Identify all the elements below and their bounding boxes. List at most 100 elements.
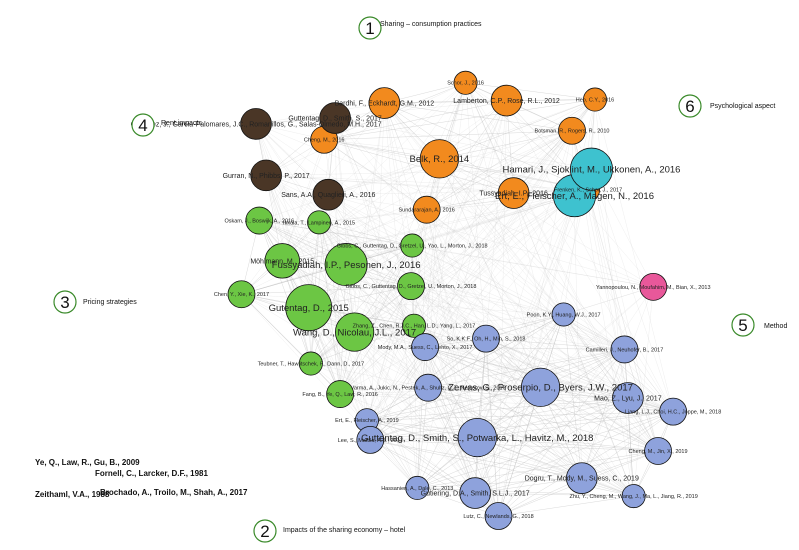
citation-edge xyxy=(426,209,487,339)
publication-node[interactable] xyxy=(453,70,478,95)
publication-node[interactable] xyxy=(558,116,586,145)
publication-node[interactable] xyxy=(250,159,282,192)
citation-edge xyxy=(439,158,582,479)
citation-edge xyxy=(346,264,564,315)
publication-node[interactable] xyxy=(565,462,598,494)
publication-node[interactable] xyxy=(414,373,443,402)
publication-node[interactable] xyxy=(324,243,368,287)
citation-edge xyxy=(425,346,625,350)
publication-label: Varma, A., Jukic, N., Pestek, A., Shultz… xyxy=(351,386,506,392)
publication-node[interactable] xyxy=(497,177,530,209)
publication-node[interactable] xyxy=(412,195,441,224)
cluster-title: Impacts of the sharing economy – hotel xyxy=(283,527,406,534)
publication-node[interactable] xyxy=(610,335,639,364)
citation-edge xyxy=(354,82,466,333)
publication-node[interactable] xyxy=(227,280,256,309)
citation-edge xyxy=(335,117,592,170)
publication-node[interactable] xyxy=(490,84,523,117)
citation-edge xyxy=(624,349,634,497)
publication-node[interactable] xyxy=(457,417,497,458)
citation-edge xyxy=(410,285,564,315)
citation-edge xyxy=(417,487,634,497)
publication-node[interactable] xyxy=(402,313,427,338)
publication-node[interactable] xyxy=(520,367,561,407)
publication-node[interactable] xyxy=(551,302,576,327)
publication-node[interactable] xyxy=(240,108,272,140)
citation-edge xyxy=(587,189,659,452)
publication-node[interactable] xyxy=(312,178,345,211)
citation-edge xyxy=(324,139,427,210)
citation-edge xyxy=(318,222,415,326)
cluster-number: 5 xyxy=(738,316,747,335)
publication-node[interactable] xyxy=(334,312,375,352)
publication-node[interactable] xyxy=(326,380,355,408)
publication-node[interactable] xyxy=(472,324,500,353)
citation-edge xyxy=(485,338,634,497)
publication-node[interactable] xyxy=(405,475,430,500)
publication-node[interactable] xyxy=(264,243,300,279)
citation-edge xyxy=(513,193,582,479)
citation-edge xyxy=(410,100,507,287)
citation-edge xyxy=(412,245,499,517)
publication-node[interactable] xyxy=(368,87,401,119)
publication-node[interactable] xyxy=(612,382,644,414)
publication-label: Gibbs, C., Guttentag, D., Gretzel, U., Y… xyxy=(337,243,488,249)
citation-edge xyxy=(412,245,654,288)
publication-label: Cheng, M., 2016 xyxy=(304,138,345,144)
citation-edge xyxy=(498,314,564,517)
publication-node[interactable] xyxy=(245,206,274,235)
citation-edge xyxy=(591,169,654,287)
citation-edge xyxy=(540,387,659,452)
publication-node[interactable] xyxy=(298,351,323,376)
citation-edge xyxy=(581,286,654,479)
citation-edge xyxy=(426,209,564,315)
citation-edge xyxy=(310,245,413,364)
citation-edge xyxy=(266,175,514,194)
citation-edge xyxy=(513,193,634,497)
publication-label: Guttentag, D., Smith, S., Potwarka, L., … xyxy=(361,433,593,444)
citation-edge xyxy=(410,285,659,452)
publication-node[interactable] xyxy=(356,426,385,454)
citation-edge xyxy=(366,411,674,421)
citation-edge xyxy=(384,102,589,190)
publication-node[interactable] xyxy=(400,233,425,258)
citation-edge xyxy=(412,195,575,246)
citation-edge xyxy=(498,195,575,517)
citation-edge xyxy=(366,100,507,421)
publication-node[interactable] xyxy=(319,102,351,134)
citation-edge xyxy=(485,338,628,399)
citation-edge xyxy=(410,285,625,350)
citation-edge xyxy=(410,195,575,287)
publication-node[interactable] xyxy=(285,284,333,332)
citation-edge xyxy=(384,102,564,315)
publication-node[interactable] xyxy=(397,272,425,301)
citation-edge xyxy=(370,349,625,441)
publication-node[interactable] xyxy=(307,210,332,235)
publication-node[interactable] xyxy=(459,477,491,509)
publication-node[interactable] xyxy=(644,437,672,465)
publication-node[interactable] xyxy=(659,397,688,426)
publication-node[interactable] xyxy=(419,139,459,179)
citation-edge xyxy=(410,285,487,339)
publication-label: Zhang, Z., Chen, R.J.C., Han, L.D., Yang… xyxy=(353,324,476,330)
citation-edge xyxy=(354,331,476,494)
citation-edge xyxy=(439,130,573,160)
publication-node[interactable] xyxy=(411,333,439,361)
citation-edge xyxy=(417,100,507,488)
publication-node[interactable] xyxy=(639,272,668,301)
publication-node[interactable] xyxy=(582,87,607,112)
cluster-number: 2 xyxy=(260,522,269,541)
publication-node[interactable] xyxy=(621,484,646,509)
citation-edge xyxy=(426,130,573,210)
citation-edge xyxy=(324,130,573,141)
citation-edge xyxy=(417,347,426,488)
publication-node[interactable] xyxy=(569,147,613,191)
citation-edge xyxy=(318,222,634,497)
citation-edge xyxy=(241,294,341,395)
publication-node[interactable] xyxy=(484,502,513,530)
citation-edge xyxy=(255,123,309,308)
citation-edge xyxy=(474,387,541,494)
citation-edge xyxy=(384,99,596,104)
citation-edge xyxy=(498,349,625,517)
